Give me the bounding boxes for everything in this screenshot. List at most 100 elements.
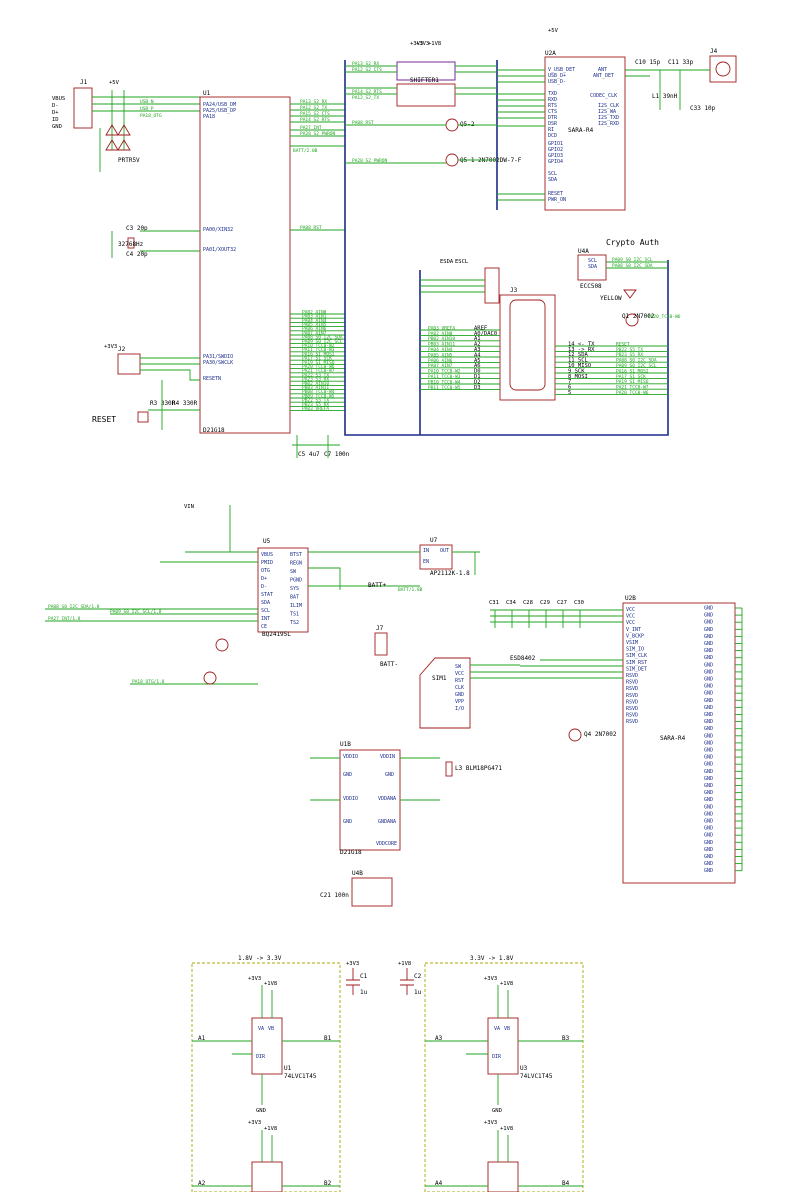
u2b-cap-ref: C31 (489, 600, 499, 606)
top-connector: ESDA ESCL (420, 259, 500, 304)
modem-pin-i2sclk: I2S_CLK (598, 103, 619, 109)
charger-right-pin: ILIM (290, 603, 302, 609)
charger-left-pin: D- (261, 584, 267, 590)
mcu-net-label: PA10_TCC0-W2 (302, 343, 335, 349)
crystal-cap-2: C4 20p (126, 251, 148, 258)
u2b-left-pin: VCC (626, 620, 635, 626)
mcu-top-net-wires (290, 103, 345, 231)
u2b-gnd-label: GND (704, 627, 713, 633)
mcu-net-label: PA17_S1_SCK (302, 356, 332, 362)
q5-2-label: Q5-2 (460, 121, 475, 128)
chip-u1-3v3: +3V3 (248, 976, 261, 982)
header-left-net: PA11_TCC0-W3 (428, 374, 461, 380)
header-left-pin: D0 (474, 369, 481, 375)
modem-left-pin: GPIO2 (548, 147, 563, 153)
mcu-pin-swclk: PA30/SWCLK (203, 360, 233, 366)
chip-u1-body (251, 1017, 283, 1075)
header-left-pin: A3 (474, 347, 481, 353)
q5-2-symbol (445, 118, 459, 132)
u2b-gnd-label: GND (704, 819, 713, 825)
antenna-wires (625, 69, 710, 110)
header-right-net: PA08_S0_I2C_SDA (616, 358, 657, 364)
net-batt-18: BATT/1.8B (398, 587, 423, 593)
modem-left-pin: DTR (548, 115, 558, 121)
header-left-pin: A0/DAC0 (474, 331, 497, 337)
chip-u3-1v8: +1V8 (500, 981, 513, 987)
mcu-net-label: PB22_S5_TX (302, 398, 329, 404)
crystal-cap-1: C3 20p (126, 225, 148, 232)
modem-pin-antdet: ANT_DET (593, 73, 614, 79)
left-frame (191, 962, 341, 1192)
u2b-gnd-label: GND (704, 769, 713, 775)
u2b-left-pin: RSVD (626, 686, 638, 692)
header-right-pin: 9 SCK (568, 368, 585, 374)
transistor-q5: Q5-2 Q5-1 2N7002DW-7-F PA08_RST PA28_S2_… (345, 118, 522, 167)
charger-u5: U5 BQ24195L VBUSPMIDOTGD+D-STATSDASCLINT… (257, 538, 309, 638)
chip-u3: U3 74LVC1T45 A3 B3 VA VB DIR +3V3 +1V8 G… (425, 976, 583, 1114)
reset-switch-body[interactable] (137, 411, 149, 423)
q5-1-symbol (445, 153, 459, 167)
u1b-gnd-2: GND (343, 819, 352, 825)
charger-left-pin: SDA (261, 600, 270, 606)
mcu-bottom-nets: PA02_AIN0PA03_AIN1PA04_AIN4PA05_AIN5PA06… (290, 309, 345, 412)
net-otg-18: PA18_OTG/1.8 (132, 679, 165, 685)
u2b-gnd-label: GND (704, 634, 713, 640)
chip-u4-body (487, 1161, 519, 1192)
u2b-left-pin: VCC (626, 607, 635, 613)
charger-right-pin: TS2 (290, 620, 299, 626)
mcu-pin-xin32: PA00/XIN32 (203, 227, 233, 233)
header-outline (499, 294, 556, 401)
usb-dp-label: USB_P (140, 106, 154, 112)
mcu-net-label: PA11_TCC0-W3 (302, 347, 335, 353)
header-right-net: PA16_S1_MOSI (616, 368, 649, 374)
sim-body (419, 657, 471, 729)
chip-u3-3v3: +3V3 (484, 976, 497, 982)
modem-left-pin: DSR (548, 121, 558, 127)
header-ref: J3 (510, 287, 518, 294)
chip-u2-body (251, 1161, 283, 1192)
modem-u2a-ref: U2A (545, 50, 556, 57)
mcu-net-label: PA06_AIN6 (302, 326, 327, 332)
reset-switch[interactable]: RESET R3 330R R4 330R (92, 380, 200, 430)
charger-left-pin: PMID (261, 560, 273, 566)
header-left-net: PB10_TCC0-W4 (428, 379, 461, 385)
charger-right-pin: REGN (290, 561, 302, 567)
crypto-chip-body (577, 254, 607, 281)
header-right-pin: 11 SCL (568, 358, 589, 364)
usb-connector-ref: J1 (80, 79, 88, 86)
u1b-vddio-2: VDDIO (343, 796, 358, 802)
u2b-left-pin: RSVD (626, 693, 638, 699)
q4-label: Q4 2N7002 (584, 731, 617, 738)
u2b-left-pin: RSVD (626, 719, 638, 725)
left-cap-ref: C1 (360, 973, 368, 980)
header-left-pin: AREF (474, 325, 487, 331)
u2b-cap-ref: C34 (506, 600, 517, 606)
charger-left-pin: SCL (261, 608, 270, 614)
u2b-gnd-label: GND (704, 797, 713, 803)
sim-pin: VPP (455, 699, 464, 705)
left-cap: +3V3 C1 1u (346, 961, 368, 996)
modem-left-pin: RXD (548, 97, 557, 103)
top-connector-wires (420, 279, 485, 293)
u2b-gnd-label: GND (704, 606, 713, 612)
mcu-net-label: PB09_TCC0-W5 (302, 393, 335, 399)
u2b-gnd-label: GND (704, 620, 713, 626)
battery-minus: BATT- (380, 661, 398, 668)
chip-u4-wires (425, 1130, 583, 1187)
modem-left-pin: DCD (548, 133, 557, 139)
chip-u1-b: B1 (324, 1035, 332, 1042)
u2b-left-pin: V_INT (626, 627, 641, 633)
modem-u2b: U2B SARA-R4 VCCVCCVCCV_INTV_BCKPVSIMSIM_… (622, 595, 743, 884)
flash-ref: U4B (352, 870, 363, 877)
swd-3v3: +3V3 (104, 344, 117, 350)
u2b-gnd-label: GND (704, 847, 713, 853)
modem-left-pin: RESET (548, 191, 563, 197)
u2b-left-pin: SIM_RST (626, 660, 647, 666)
top-label-esda: ESDA (440, 259, 454, 265)
mcu-top-nets: PA13_S2_RX PA12_S2_TX PA15_S2_CTS PA14_S… (290, 99, 345, 231)
u1b-wires (310, 757, 440, 801)
